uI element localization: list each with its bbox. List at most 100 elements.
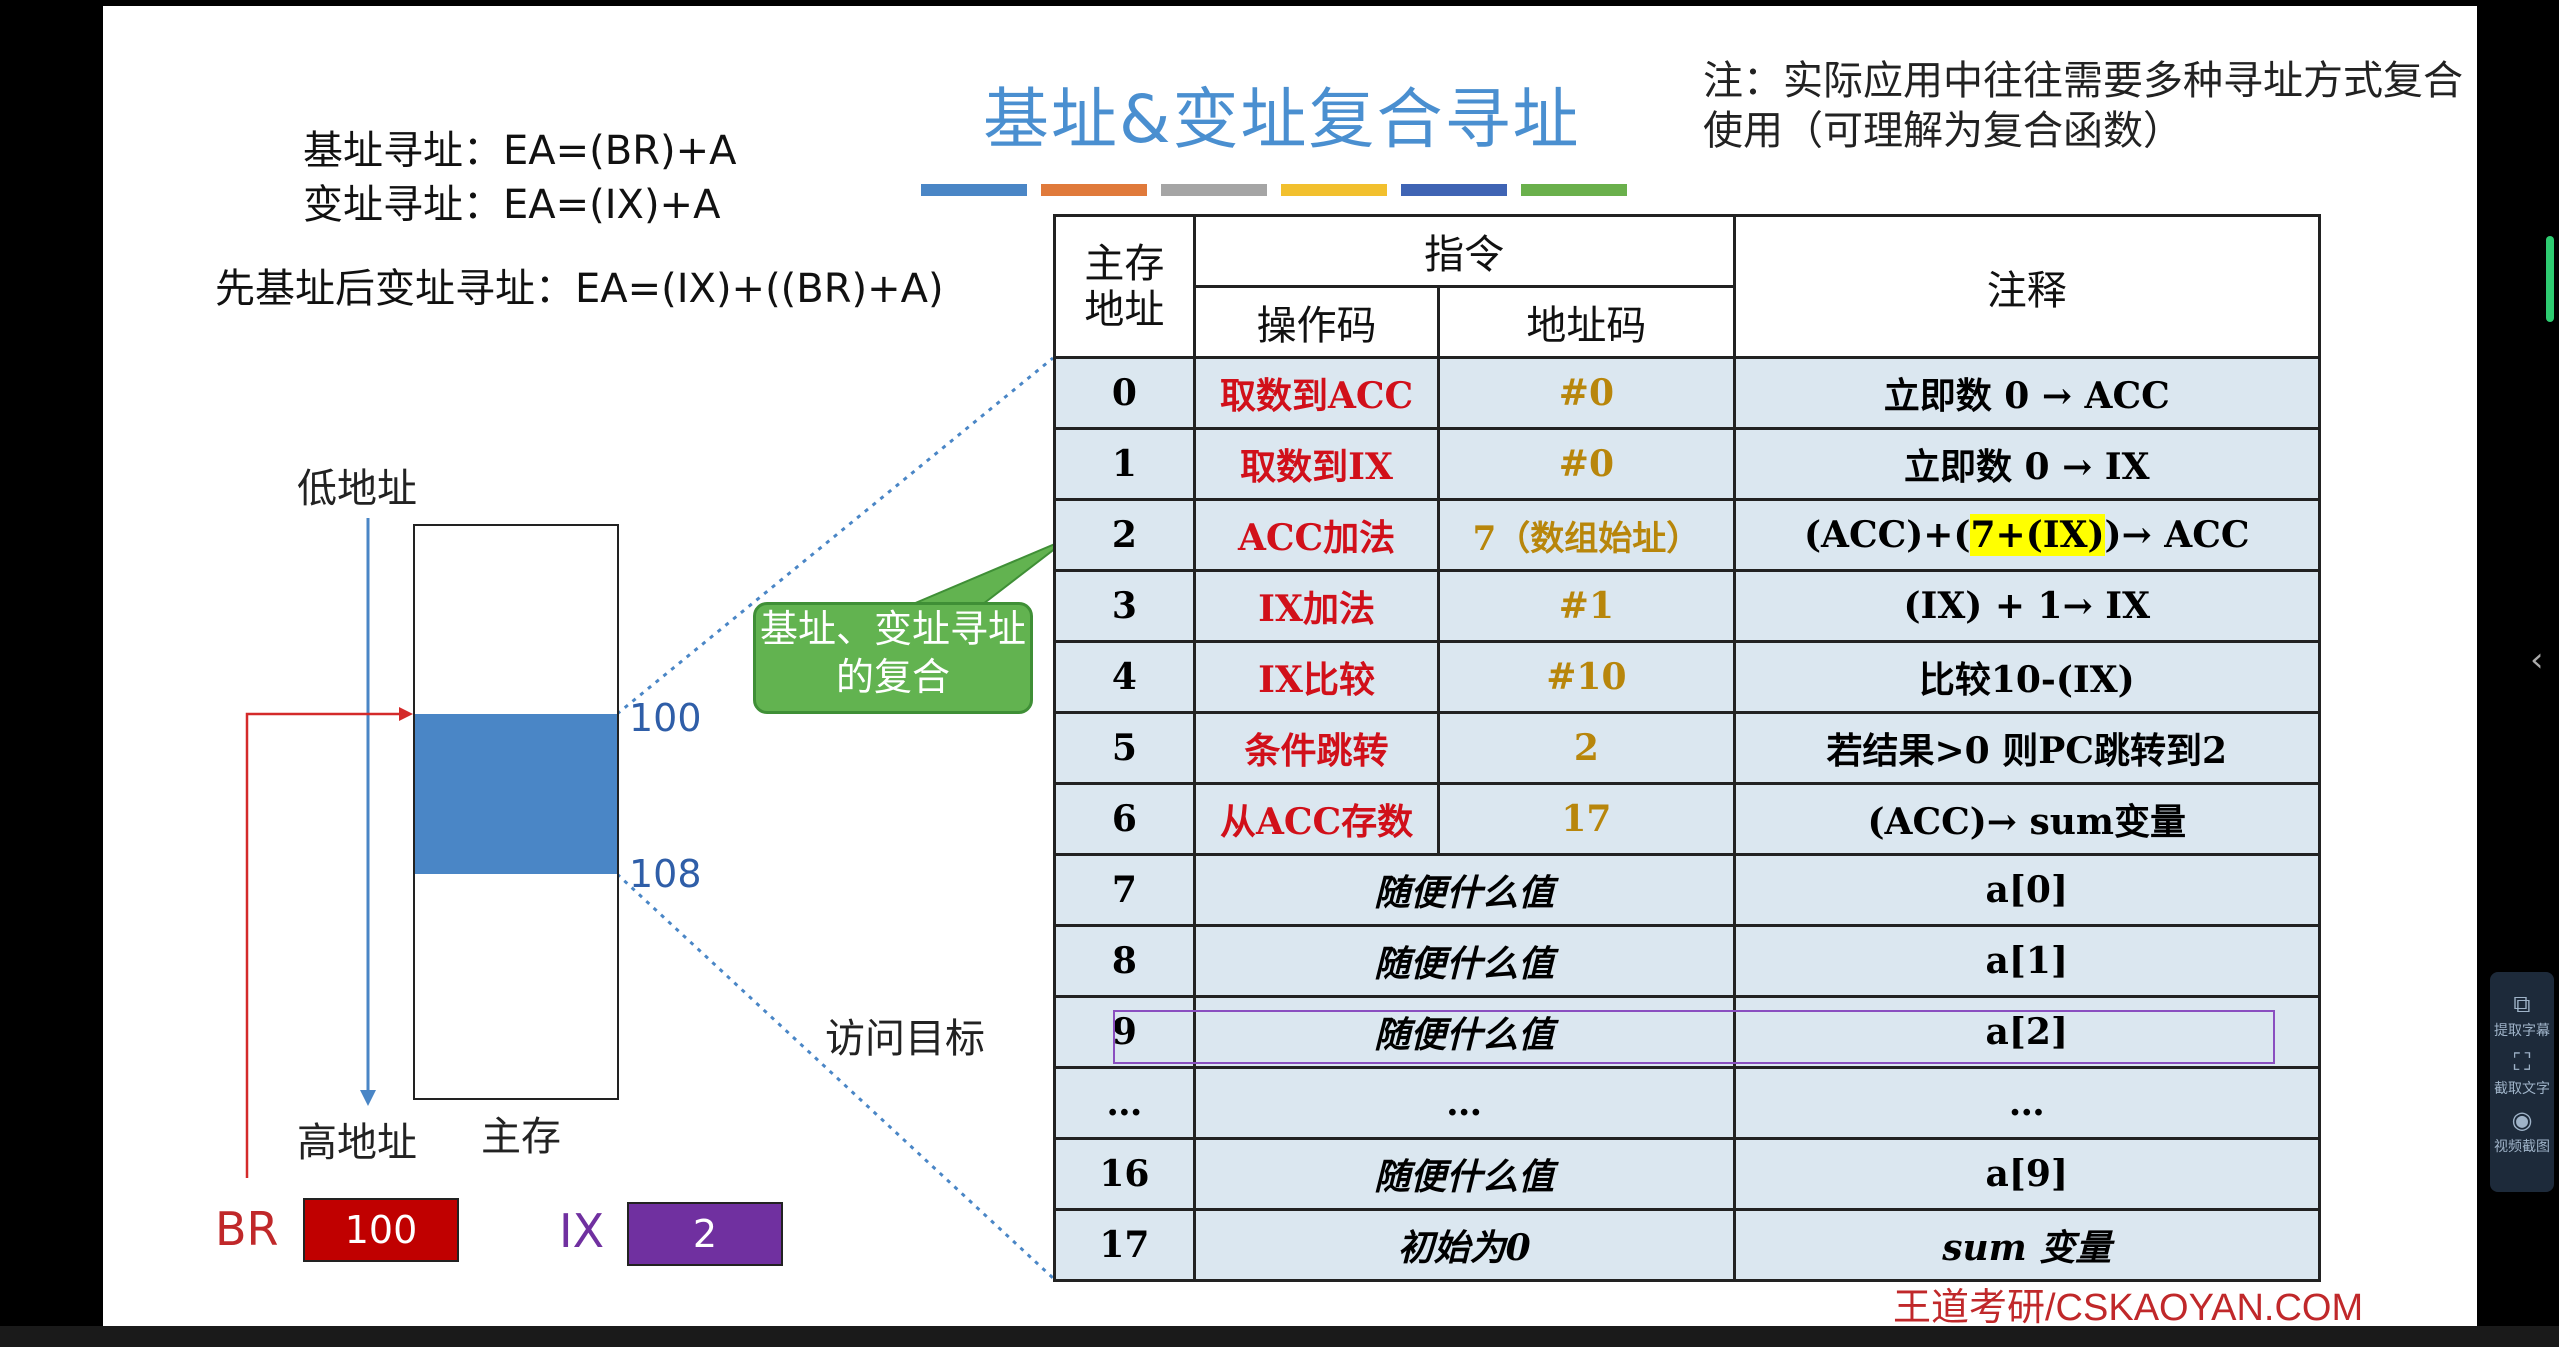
video-screenshot-button[interactable]: ◉ 视频截图: [2490, 1106, 2554, 1156]
instruction-table: 主存地址 指令 注释 操作码 地址码 0 取数到ACC #0 立即数 0 → A…: [1053, 214, 2322, 1282]
row-operand: 17: [1437, 782, 1736, 856]
ix-label: IX: [559, 1204, 605, 1258]
row-address: 5: [1053, 711, 1196, 785]
row-comment: sum 变量: [1732, 1208, 2322, 1282]
color-segment: [1161, 184, 1267, 196]
row-merged-value: 随便什么值: [1192, 995, 1736, 1069]
extract-subtitle-button[interactable]: ⧉ 提取字幕: [2490, 990, 2554, 1040]
memory-segment-100-108: [415, 714, 617, 874]
color-segment: [1041, 184, 1147, 196]
color-segment: [921, 184, 1027, 196]
row-opcode: 取数到IX: [1192, 427, 1441, 501]
row-address: 0: [1053, 356, 1196, 430]
table-row: 8 随便什么值 a[1]: [1053, 924, 2322, 998]
table-row: … … …: [1053, 1066, 2322, 1140]
row-merged-value: 随便什么值: [1192, 1137, 1736, 1211]
note-text: 注：实际应用中往往需要多种寻址方式复合使用（可理解为复合函数）: [1703, 58, 2463, 154]
row-comment: a[0]: [1732, 853, 2322, 927]
extract-text-button[interactable]: ⛶ 截取文字: [2490, 1048, 2554, 1098]
row-comment: a[1]: [1732, 924, 2322, 998]
table-row: 5 条件跳转 2 若结果>0 则PC跳转到2: [1053, 711, 2322, 785]
address-100: 100: [629, 696, 702, 740]
br-register: 100: [303, 1198, 459, 1262]
row-address: 17: [1053, 1208, 1196, 1282]
table-row: 17 初始为0 sum 变量: [1053, 1208, 2322, 1282]
table-row: 16 随便什么值 a[9]: [1053, 1137, 2322, 1211]
row-address: 2: [1053, 498, 1196, 572]
row-operand: 2: [1437, 711, 1736, 785]
ix-register: 2: [627, 1202, 783, 1266]
slide: 基址&变址复合寻址 基址寻址：EA=(BR)+A 变址寻址：EA=(IX)+A …: [103, 6, 2477, 1326]
row-opcode: IX比较: [1192, 640, 1441, 714]
row-comment: a[2]: [1732, 995, 2322, 1069]
formula-index: 变址寻址：EA=(IX)+A: [303, 182, 721, 228]
memory-label: 主存: [481, 1114, 561, 1160]
row-comment: (ACC)+(7+(IX))→ ACC: [1732, 498, 2322, 572]
row-address: …: [1053, 1066, 1196, 1140]
table-row: 6 从ACC存数 17 (ACC)→ sum变量: [1053, 782, 2322, 856]
formula-base: 基址寻址：EA=(BR)+A: [303, 128, 737, 174]
color-segment: [1281, 184, 1387, 196]
progress-indicator: [2546, 236, 2554, 322]
row-opcode: 取数到ACC: [1192, 356, 1441, 430]
row-operand: #0: [1437, 356, 1736, 430]
row-address: 8: [1053, 924, 1196, 998]
collapse-chevron-icon[interactable]: ‹: [2530, 640, 2544, 680]
header-address: 主存地址: [1053, 214, 1196, 359]
row-comment: …: [1732, 1066, 2322, 1140]
row-opcode: IX加法: [1192, 569, 1441, 643]
row-merged-value: …: [1192, 1066, 1736, 1140]
row-opcode: 从ACC存数: [1192, 782, 1441, 856]
low-address-label: 低地址: [297, 466, 417, 512]
brand-watermark: 王道考研/CSKAOYAN.COM: [1893, 1287, 2364, 1326]
row-opcode: ACC加法: [1192, 498, 1441, 572]
row-operand: #0: [1437, 427, 1736, 501]
camera-icon: ◉: [2511, 1106, 2533, 1134]
formula-combined: 先基址后变址寻址：EA=(IX)+((BR)+A): [215, 266, 944, 312]
access-target-highlight: [1113, 1010, 2275, 1064]
text-scan-icon: ⛶: [2513, 1048, 2531, 1076]
color-segment: [1521, 184, 1627, 196]
header-instruction: 指令: [1192, 214, 1736, 288]
header-opcode: 操作码: [1192, 285, 1441, 359]
table-row: 4 IX比较 #10 比较10-(IX): [1053, 640, 2322, 714]
address-108: 108: [629, 852, 702, 896]
row-opcode: 条件跳转: [1192, 711, 1441, 785]
row-address: 7: [1053, 853, 1196, 927]
highlighted-expression: 7+(IX): [1970, 514, 2105, 556]
high-address-label: 高地址: [297, 1120, 417, 1166]
row-comment: 若结果>0 则PC跳转到2: [1732, 711, 2322, 785]
callout-bubble: 基址、变址寻址的复合: [753, 602, 1033, 714]
row-operand: #1: [1437, 569, 1736, 643]
ix-value: 2: [692, 1212, 718, 1256]
header-comment: 注释: [1732, 214, 2322, 359]
row-comment: 立即数 0 → ACC: [1732, 356, 2322, 430]
row-address: 9: [1053, 995, 1196, 1069]
br-label: BR: [215, 1202, 279, 1256]
color-segment: [1401, 184, 1507, 196]
row-comment: 立即数 0 → IX: [1732, 427, 2322, 501]
row-address: 16: [1053, 1137, 1196, 1211]
diagram-lines: [245, 356, 1070, 1280]
video-tool-panel: ⧉ 提取字幕 ⛶ 截取文字 ◉ 视频截图: [2490, 972, 2554, 1192]
row-comment: (ACC)→ sum变量: [1732, 782, 2322, 856]
table-row: 2 ACC加法 7（数组始址） (ACC)+(7+(IX))→ ACC: [1053, 498, 2322, 572]
slide-title: 基址&变址复合寻址: [983, 81, 1581, 158]
row-address: 1: [1053, 427, 1196, 501]
row-operand: #10: [1437, 640, 1736, 714]
table-row: 1 取数到IX #0 立即数 0 → IX: [1053, 427, 2322, 501]
access-target-label: 访问目标: [825, 1016, 985, 1062]
row-merged-value: 随便什么值: [1192, 853, 1736, 927]
row-address: 6: [1053, 782, 1196, 856]
header-operand: 地址码: [1437, 285, 1736, 359]
table-row: 3 IX加法 #1 (IX) + 1→ IX: [1053, 569, 2322, 643]
row-address: 3: [1053, 569, 1196, 643]
row-comment: 比较10-(IX): [1732, 640, 2322, 714]
br-value: 100: [344, 1208, 418, 1252]
row-merged-value: 随便什么值: [1192, 924, 1736, 998]
row-operand: 7（数组始址）: [1437, 498, 1736, 572]
table-row: 0 取数到ACC #0 立即数 0 → ACC: [1053, 356, 2322, 430]
table-row: 9 随便什么值 a[2]: [1053, 995, 2322, 1069]
subtitle-icon: ⧉: [2513, 990, 2531, 1018]
row-comment: (IX) + 1→ IX: [1732, 569, 2322, 643]
